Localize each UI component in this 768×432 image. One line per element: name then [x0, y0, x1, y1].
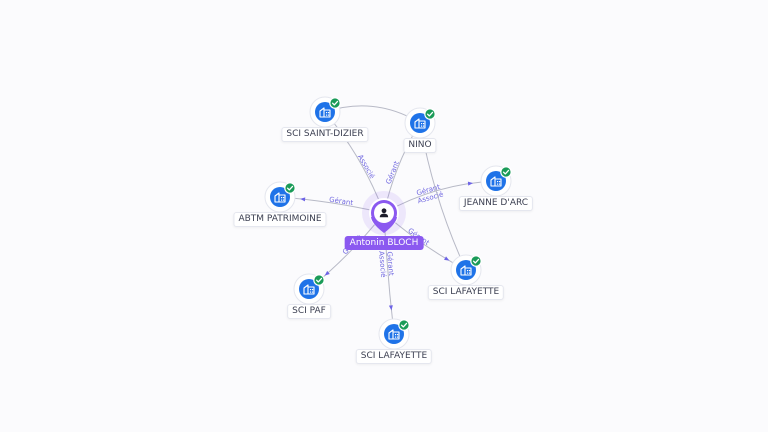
node-label-jeanne-d-arc: JEANNE D'ARC [458, 196, 534, 211]
building-icon [490, 176, 502, 187]
node-abtm-patrimoine[interactable] [264, 181, 296, 213]
node-label-sci-saint-dizier: SCI SAINT-DIZIER [281, 127, 369, 142]
edge-arrow [388, 305, 393, 311]
node-label-abtm-patrimoine: ABTM PATRIMOINE [233, 212, 327, 227]
check-icon [470, 255, 482, 267]
node-jeanne-d-arc[interactable] [480, 165, 512, 197]
building-icon [274, 192, 286, 203]
edge-label-group: Gérant [385, 160, 401, 186]
person-icon [379, 208, 389, 218]
edge-arrow [324, 270, 330, 276]
node-sci-paf[interactable] [293, 273, 325, 305]
building-icon [414, 118, 426, 129]
node-center-person[interactable] [362, 191, 406, 235]
node-nino[interactable] [404, 107, 436, 139]
node-label-nino: NINO [403, 138, 437, 153]
edge-label-group: Associé [356, 153, 376, 180]
person-label: Antonin BLOCH [344, 236, 424, 250]
node-sci-lafayette-bottom[interactable] [378, 318, 410, 350]
edge-label: Associé [377, 251, 387, 278]
node-label-sci-lafayette-right: SCI LAFAYETTE [427, 285, 505, 300]
edge-label: Associé [356, 153, 376, 180]
edge-arrow [444, 256, 450, 261]
check-icon [500, 166, 512, 178]
edge-label: Gérant [385, 160, 401, 186]
check-icon [284, 182, 296, 194]
check-icon [424, 108, 436, 120]
node-label-sci-paf: SCI PAF [287, 304, 331, 319]
node-sci-lafayette-right[interactable] [450, 254, 482, 286]
building-icon [460, 265, 472, 276]
edge-label-group: Gérant [385, 251, 395, 276]
building-icon [303, 284, 315, 295]
edge-label-group: Gérant [329, 196, 354, 208]
edge-arrow [300, 197, 306, 202]
check-icon [313, 274, 325, 286]
check-icon [329, 97, 341, 109]
nodes-layer [264, 96, 512, 350]
edge-arrow [467, 181, 474, 186]
edge-label: Gérant [385, 251, 395, 276]
node-sci-saint-dizier[interactable] [309, 96, 341, 128]
check-icon [398, 319, 410, 331]
edge-label: Gérant [329, 196, 354, 208]
building-icon [319, 107, 331, 118]
node-label-sci-lafayette-bottom: SCI LAFAYETTE [355, 349, 433, 364]
building-icon [388, 329, 400, 340]
edge-label-group: Associé [377, 251, 387, 278]
